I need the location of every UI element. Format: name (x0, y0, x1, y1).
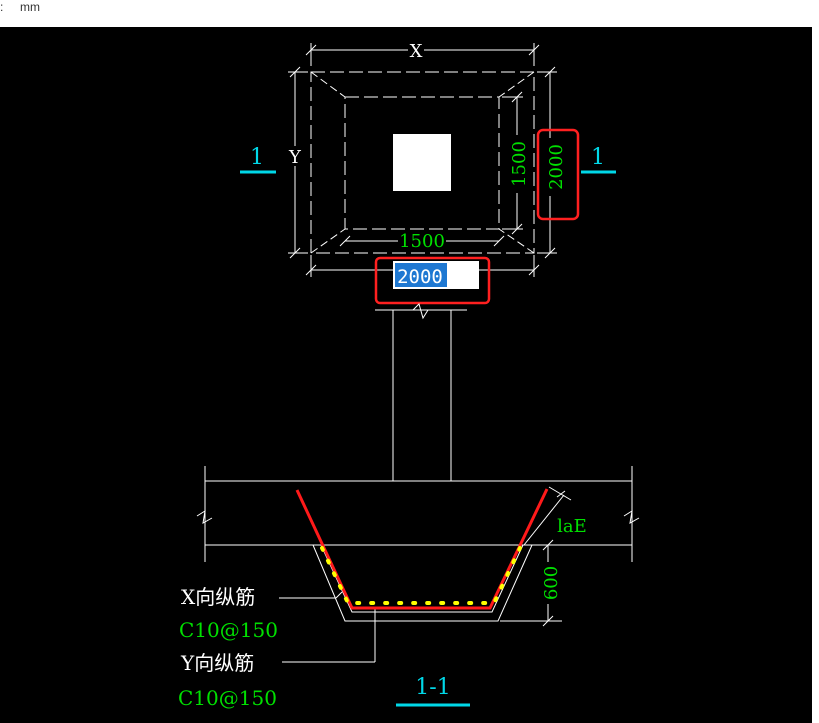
y-rebar-label: Y向纵筋 (180, 651, 254, 675)
dim-tick (544, 247, 556, 259)
unit-bar: : mm (0, 0, 819, 27)
section-mark-left: 1 (250, 145, 264, 170)
corner-diagonal (498, 228, 535, 254)
dim-tick (493, 235, 505, 247)
corner-diagonal (498, 71, 535, 98)
dim-tick (289, 66, 301, 78)
x-rebar-spec: C10@150 (179, 618, 278, 642)
y-axis-label: Y (288, 147, 302, 168)
dim-tick (289, 247, 301, 259)
outer-dashed-outline (310, 71, 535, 254)
corner-diagonal (310, 71, 346, 98)
dim-tick (511, 223, 523, 235)
dim-tick (305, 44, 317, 56)
dim-tick (305, 264, 317, 276)
column-break-symbol (412, 303, 429, 320)
x-rebar-label: X向纵筋 (181, 585, 255, 609)
dimension-edit-box[interactable]: 2000 (393, 261, 479, 289)
x-axis-label: X (410, 41, 423, 62)
dim-tick (528, 264, 540, 276)
rebar-dots (320, 546, 522, 605)
dim-tick (511, 91, 523, 103)
depth-tick (542, 539, 554, 551)
drawing-canvas[interactable]: X Y 1500 1500 2000 1 1 2000 (0, 27, 812, 723)
inner-width-dimension: 1500 (399, 231, 445, 252)
lae-dimension-line (523, 494, 565, 546)
dimension-edit-selection (395, 263, 447, 287)
x-rebar-leader-b (335, 591, 343, 599)
dim-tick (339, 235, 351, 247)
lae-tick (556, 490, 566, 498)
unit-prefix: : (0, 0, 4, 14)
outer-width-highlight (374, 256, 491, 305)
dimension-edit-value[interactable]: 2000 (397, 266, 443, 288)
depth-dimension: 600 (541, 566, 562, 600)
pit-outline (312, 544, 533, 622)
slab-right-break (623, 509, 640, 524)
slab-left-break (196, 509, 213, 524)
pit-inner-outline (320, 544, 524, 613)
corner-diagonal (310, 228, 346, 254)
column-block (393, 134, 451, 191)
lae-extension (548, 486, 572, 501)
inner-dashed-outline (344, 96, 500, 230)
inner-height-dimension: 1500 (509, 141, 530, 187)
unit-label: mm (20, 0, 40, 14)
y-rebar-spec: C10@150 (178, 686, 277, 710)
main-rebar (295, 488, 549, 610)
section-mark-right: 1 (591, 145, 605, 170)
section-view (196, 303, 640, 663)
section-title: 1-1 (415, 675, 450, 700)
drawing-svg: X Y 1500 1500 2000 1 1 2000 (178, 41, 640, 710)
window-right-edge (812, 27, 819, 723)
outer-height-highlight (536, 128, 580, 221)
dim-tick (528, 44, 540, 56)
outer-height-dimension: 2000 (546, 144, 567, 190)
depth-tick (542, 615, 554, 627)
dim-tick (544, 66, 556, 78)
lae-label: laE (557, 516, 587, 537)
